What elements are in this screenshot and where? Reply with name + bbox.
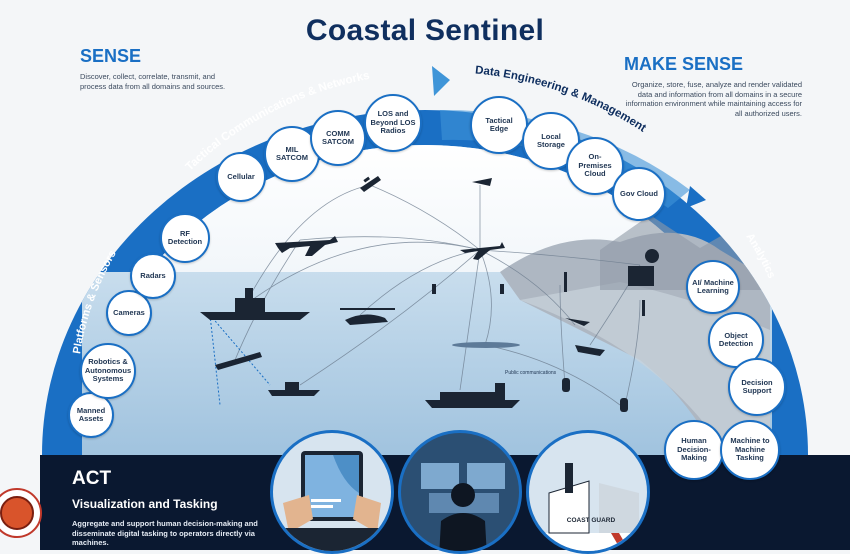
node-radars: Radars — [130, 253, 176, 299]
node-los-radios: LOS and Beyond LOS Radios — [364, 94, 422, 152]
comm-links — [234, 184, 641, 406]
node-ai-ml: AI/ Machine Learning — [686, 260, 740, 314]
public-comms-label: Public communications — [505, 370, 557, 376]
node-machine-tasking: Machine to Machine Tasking — [720, 420, 780, 480]
aircraft — [275, 176, 590, 326]
node-decision-support: Decision Support — [728, 358, 786, 416]
node-gov-cloud: Gov Cloud — [612, 167, 666, 221]
vessels — [200, 288, 605, 408]
node-rf-detection: RF Detection — [160, 213, 210, 263]
act-subheading: Visualization and Tasking — [72, 497, 218, 511]
node-robotics: Robotics & Autonomous Systems — [80, 343, 136, 399]
ring-arrow — [432, 66, 450, 96]
buoys — [432, 284, 628, 412]
node-manned-assets: Manned Assets — [68, 392, 114, 438]
coast-guard-label: COAST GUARD — [566, 517, 616, 524]
act-heading: ACT — [72, 468, 112, 489]
node-cellular: Cellular — [216, 152, 266, 202]
node-human-decision: Human Decision-Making — [664, 420, 724, 480]
shore-facilities — [564, 249, 659, 316]
act-image-tablet — [270, 430, 394, 554]
act-image-cutter: COAST GUARD — [526, 430, 650, 554]
node-tactical-edge: Tactical Edge — [470, 96, 528, 154]
act-description: Aggregate and support human decision-mak… — [72, 519, 258, 547]
make-sense-heading: MAKE SENSE — [624, 54, 744, 74]
ring-arrow — [686, 186, 706, 208]
act-image-operator — [398, 430, 522, 554]
tether-links — [209, 314, 271, 406]
node-comm-satcom: COMM SATCOM — [310, 110, 366, 166]
make-sense-description: Organize, store, fuse, analyze and rende… — [625, 80, 802, 118]
agency-seal — [0, 488, 42, 538]
page-title: Coastal Sentinel — [305, 14, 545, 47]
sense-heading: SENSE — [80, 46, 142, 66]
sense-description: Discover, collect, correlate, transmit, … — [80, 72, 226, 91]
